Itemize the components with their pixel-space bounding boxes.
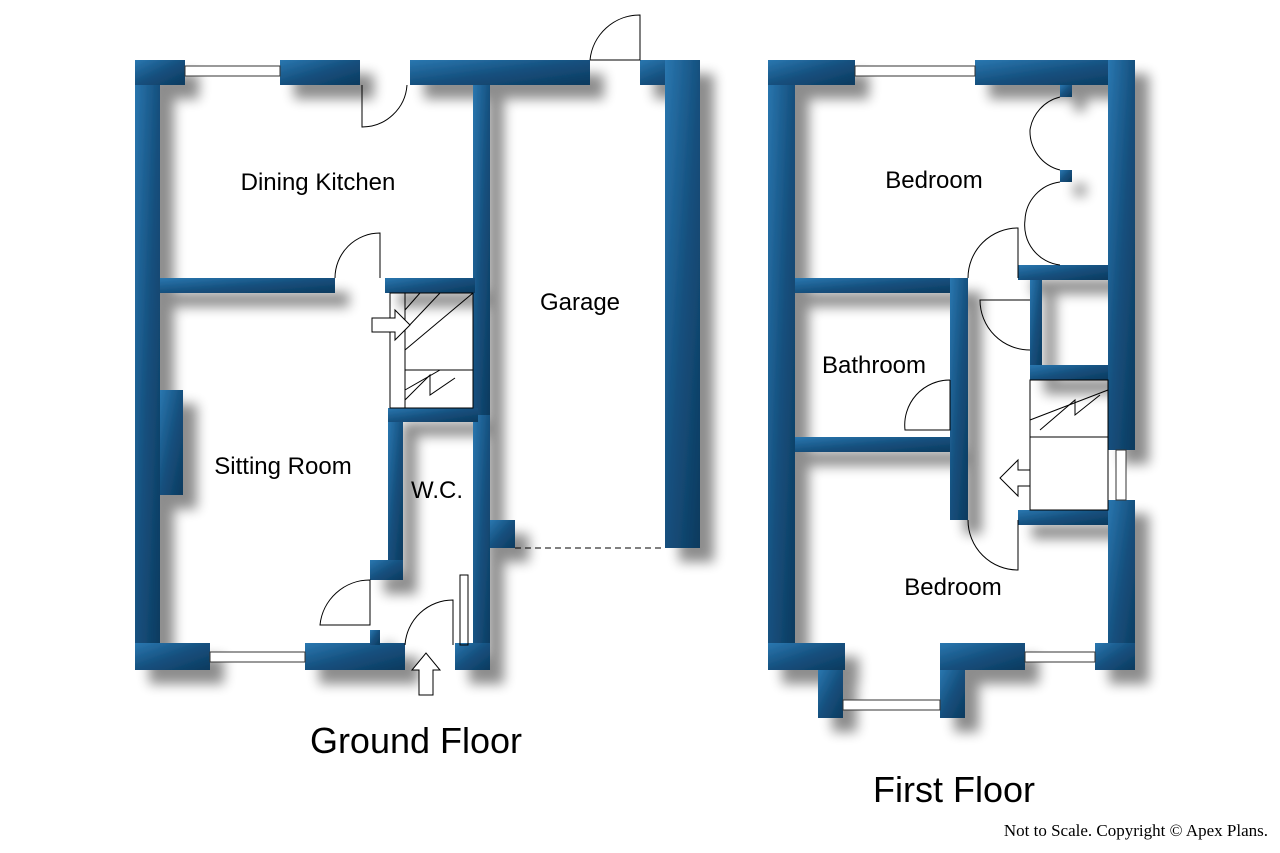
ground-floor-plan [135, 60, 700, 670]
door-swing [361, 84, 408, 128]
arrow-left-icon [999, 458, 1031, 498]
door-swing [319, 579, 371, 626]
copyright-notice: Not to Scale. Copyright © Apex Plans. [1004, 821, 1268, 840]
door-swing [967, 227, 1019, 279]
ground-floor-details: Dining Kitchen Garage Sitting Room W.C. … [184, 14, 665, 761]
window [842, 699, 941, 711]
window [1024, 651, 1096, 663]
first-floor-title: First Floor [873, 769, 1035, 810]
arrow-right-icon [371, 308, 411, 342]
garage-door-swing [589, 14, 641, 61]
window [1115, 449, 1127, 501]
room-label-sitting-room: Sitting Room [214, 453, 351, 480]
room-label-bedroom-2: Bedroom [904, 574, 1001, 601]
door-swing [967, 519, 1019, 571]
window [854, 65, 976, 77]
door-swing [904, 379, 951, 431]
window [184, 65, 281, 77]
stairs [1029, 379, 1109, 511]
door-swing [404, 599, 454, 646]
entrance-arrow-icon [410, 652, 442, 696]
room-label-bathroom: Bathroom [822, 352, 926, 379]
room-label-bedroom-1: Bedroom [885, 167, 982, 194]
door-swing [979, 299, 1031, 351]
room-label-garage: Garage [540, 289, 620, 316]
wardrobe-door [1029, 96, 1061, 171]
ground-floor-title: Ground Floor [310, 720, 522, 761]
window [209, 651, 306, 663]
door-swing [334, 232, 381, 279]
first-floor-plan [768, 60, 1135, 718]
wardrobe-door [1024, 181, 1061, 266]
room-label-dining-kitchen: Dining Kitchen [241, 169, 396, 196]
first-floor-details: Bedroom Bathroom Bedroom First Floor [822, 65, 1127, 810]
room-label-wc: W.C. [411, 477, 463, 504]
stairs [389, 292, 474, 409]
